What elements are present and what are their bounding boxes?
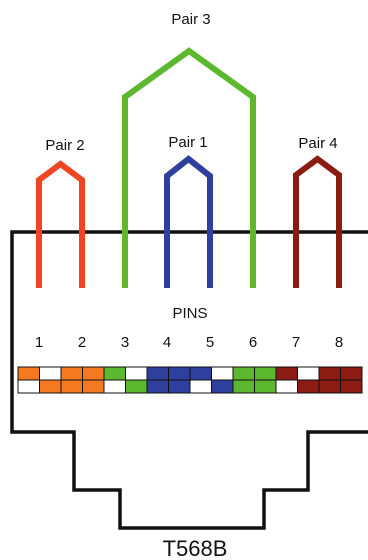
pin-8-cell [318, 366, 341, 381]
pin-2-cell [82, 366, 105, 381]
pin-1-cell [17, 366, 40, 381]
pair-1-label: Pair 1 [168, 134, 207, 151]
pin-8-cell [318, 379, 341, 394]
pin-8-cell [340, 379, 363, 394]
pin-number-3: 3 [121, 334, 129, 351]
pin-7-cell [297, 379, 320, 394]
pin-1-cell [17, 379, 40, 394]
pin-number-4: 4 [163, 334, 171, 351]
pin-6-cell [254, 379, 277, 394]
pin-2-cell [82, 379, 105, 394]
wire-pair-1 [164, 155, 213, 288]
pin-5-cell [211, 379, 234, 394]
pin-6-cell [232, 379, 255, 394]
pair-4-label: Pair 4 [298, 135, 337, 152]
pins-title: PINS [172, 305, 207, 322]
pin-number-8: 8 [335, 334, 343, 351]
pin-4-cell [168, 366, 191, 381]
pin-number-7: 7 [292, 334, 300, 351]
pin-2-cell [60, 366, 83, 381]
pin-6-cell [232, 366, 255, 381]
wire-pair-3 [122, 47, 256, 288]
pin-numbers: 1 2 3 4 5 6 7 8 [35, 334, 343, 351]
pin-1-cell [39, 379, 62, 394]
pin-5-cell [211, 366, 234, 381]
wire-pairs [36, 47, 342, 288]
wire-pair-2 [36, 160, 85, 288]
pin-5-cell [189, 379, 212, 394]
connector-body-outline [10, 230, 368, 530]
pin-number-2: 2 [78, 334, 86, 351]
standard-label: T568B [163, 536, 228, 560]
wire-pair-4 [293, 155, 342, 288]
pin-6-cell [254, 366, 277, 381]
pin-number-1: 1 [35, 334, 43, 351]
pin-8-cell [340, 366, 363, 381]
pin-3-cell [125, 366, 148, 381]
pin-3-cell [103, 366, 126, 381]
pin-2-cell [60, 379, 83, 394]
pin-7-cell [275, 379, 298, 394]
pin-3-cell [125, 379, 148, 394]
pin-1-cell [39, 366, 62, 381]
pin-color-grid [17, 366, 363, 394]
pin-3-cell [103, 379, 126, 394]
pin-7-cell [297, 366, 320, 381]
pin-7-cell [275, 366, 298, 381]
pin-5-cell [189, 366, 212, 381]
pin-number-5: 5 [206, 334, 214, 351]
pin-4-cell [168, 379, 191, 394]
pin-number-6: 6 [249, 334, 257, 351]
pin-4-cell [146, 366, 169, 381]
pair-2-label: Pair 2 [45, 137, 84, 154]
pair-3-label: Pair 3 [171, 11, 210, 28]
pin-4-cell [146, 379, 169, 394]
